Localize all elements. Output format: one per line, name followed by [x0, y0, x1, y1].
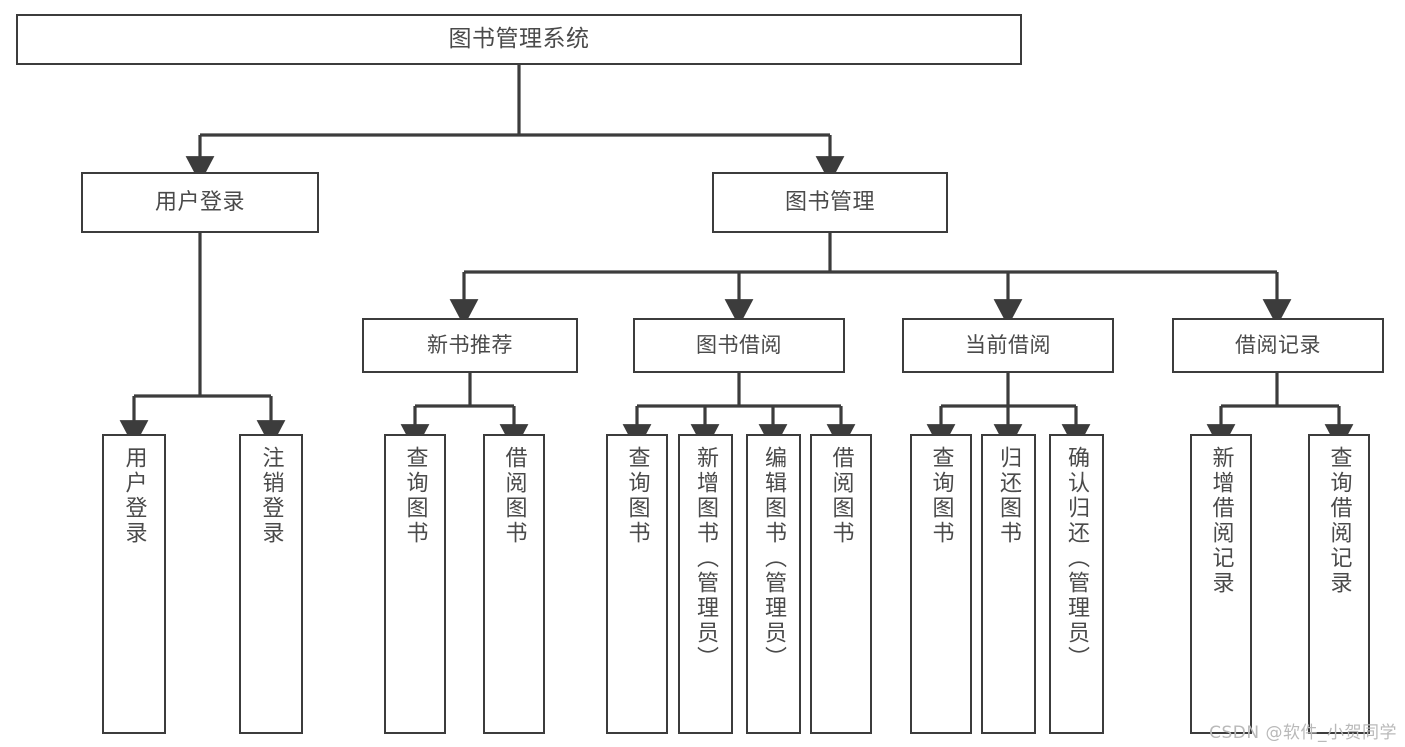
node-leaf-user-login-label: 用户登录	[121, 446, 147, 546]
node-leaf-return-book-label: 归还图书	[996, 446, 1022, 546]
node-leaf-query-record[interactable]: 查询借阅记录	[1308, 434, 1370, 734]
node-leaf-add-book[interactable]: 新增图书（管理员）	[678, 434, 733, 734]
watermark: CSDN @软件_小贺同学	[1209, 723, 1397, 743]
node-leaf-borrow-book-2[interactable]: 借阅图书	[810, 434, 872, 734]
node-new-book-rec-label: 新书推荐	[427, 333, 513, 358]
node-new-book-rec[interactable]: 新书推荐	[362, 318, 578, 373]
node-leaf-query-book-2-label: 查询图书	[624, 446, 650, 546]
node-book-borrow-label: 图书借阅	[696, 333, 782, 358]
node-borrow-record[interactable]: 借阅记录	[1172, 318, 1384, 373]
node-leaf-query-book-3[interactable]: 查询图书	[910, 434, 972, 734]
node-root[interactable]: 图书管理系统	[16, 14, 1022, 65]
node-leaf-borrow-book-1-label: 借阅图书	[501, 446, 527, 546]
node-leaf-return-book[interactable]: 归还图书	[981, 434, 1036, 734]
node-user-login-label: 用户登录	[154, 189, 245, 215]
node-leaf-confirm-return-label: 确认归还（管理员）	[1064, 446, 1090, 671]
node-current-borrow[interactable]: 当前借阅	[902, 318, 1114, 373]
node-user-login[interactable]: 用户登录	[81, 172, 319, 233]
node-leaf-query-record-label: 查询借阅记录	[1326, 446, 1352, 596]
node-leaf-query-book-1-label: 查询图书	[402, 446, 428, 546]
node-leaf-borrow-book-1[interactable]: 借阅图书	[483, 434, 545, 734]
node-leaf-user-login[interactable]: 用户登录	[102, 434, 166, 734]
node-leaf-add-book-label: 新增图书（管理员）	[693, 446, 719, 671]
node-current-borrow-label: 当前借阅	[965, 333, 1051, 358]
node-leaf-query-book-2[interactable]: 查询图书	[606, 434, 668, 734]
node-leaf-query-book-1[interactable]: 查询图书	[384, 434, 446, 734]
node-leaf-query-book-3-label: 查询图书	[928, 446, 954, 546]
node-borrow-record-label: 借阅记录	[1235, 333, 1321, 358]
node-book-manage[interactable]: 图书管理	[712, 172, 948, 233]
node-root-label: 图书管理系统	[448, 25, 590, 52]
node-leaf-user-logout-label: 注销登录	[258, 446, 284, 546]
node-leaf-user-logout[interactable]: 注销登录	[239, 434, 303, 734]
node-book-borrow[interactable]: 图书借阅	[633, 318, 845, 373]
node-leaf-add-record-label: 新增借阅记录	[1208, 446, 1234, 596]
node-leaf-edit-book[interactable]: 编辑图书（管理员）	[746, 434, 801, 734]
node-book-manage-label: 图书管理	[784, 189, 875, 215]
node-leaf-borrow-book-2-label: 借阅图书	[828, 446, 854, 546]
node-leaf-edit-book-label: 编辑图书（管理员）	[761, 446, 787, 671]
node-leaf-confirm-return[interactable]: 确认归还（管理员）	[1049, 434, 1104, 734]
node-leaf-add-record[interactable]: 新增借阅记录	[1190, 434, 1252, 734]
